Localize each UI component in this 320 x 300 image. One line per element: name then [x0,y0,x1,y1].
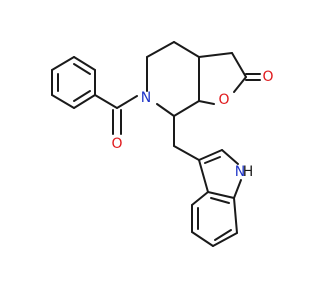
double-bond-inner [73,90,91,102]
nitrogen-label: N [141,90,151,106]
double-bond-inner [214,229,232,241]
bond [207,191,235,199]
benzoyl-carbonyl [94,94,138,135]
bond [51,56,75,71]
atom-label-carbonyl-oxygen: O [111,136,122,152]
bond [116,95,138,109]
bond [198,159,209,193]
bond [198,149,223,161]
bond [156,103,175,117]
bond [221,149,239,165]
indole-benzene-ring [191,191,238,247]
bond [233,179,242,199]
bond [146,41,175,58]
double-bond-inner [204,156,221,164]
piperidine-ring [146,41,200,117]
hydrogen-label: H [243,164,254,180]
lactone-ring [198,52,261,105]
bond [94,94,118,109]
bond [73,56,96,71]
atom-label-indole-nh: H N [235,164,254,180]
oxygen-label: O [111,136,122,152]
indole-pyrrole-ring [198,149,242,199]
bond [198,52,233,58]
atom-label-ring-nitrogen: N [141,90,151,106]
methylene-linker [173,115,200,161]
bond [173,100,200,117]
bond [191,231,214,247]
bond [191,191,209,206]
bond [233,197,238,234]
bond [212,232,238,247]
atom-label-lactone-oxygen: O [218,92,229,108]
nitrogen-label: N [235,164,245,180]
phenyl-ring [51,56,96,109]
bond [73,94,96,109]
bond [231,52,247,78]
molecule-structure: N O O O H N [51,41,274,247]
atom-label-lactone-carbonyl-oxygen: O [262,69,273,85]
double-bond-inner [73,63,91,75]
oxygen-label: O [218,92,229,108]
bond [173,145,200,161]
bond [51,94,75,109]
bond [173,41,200,58]
bond [233,76,247,93]
oxygen-label: O [262,69,273,85]
double-bond-inner [210,197,230,204]
bond [198,100,215,105]
